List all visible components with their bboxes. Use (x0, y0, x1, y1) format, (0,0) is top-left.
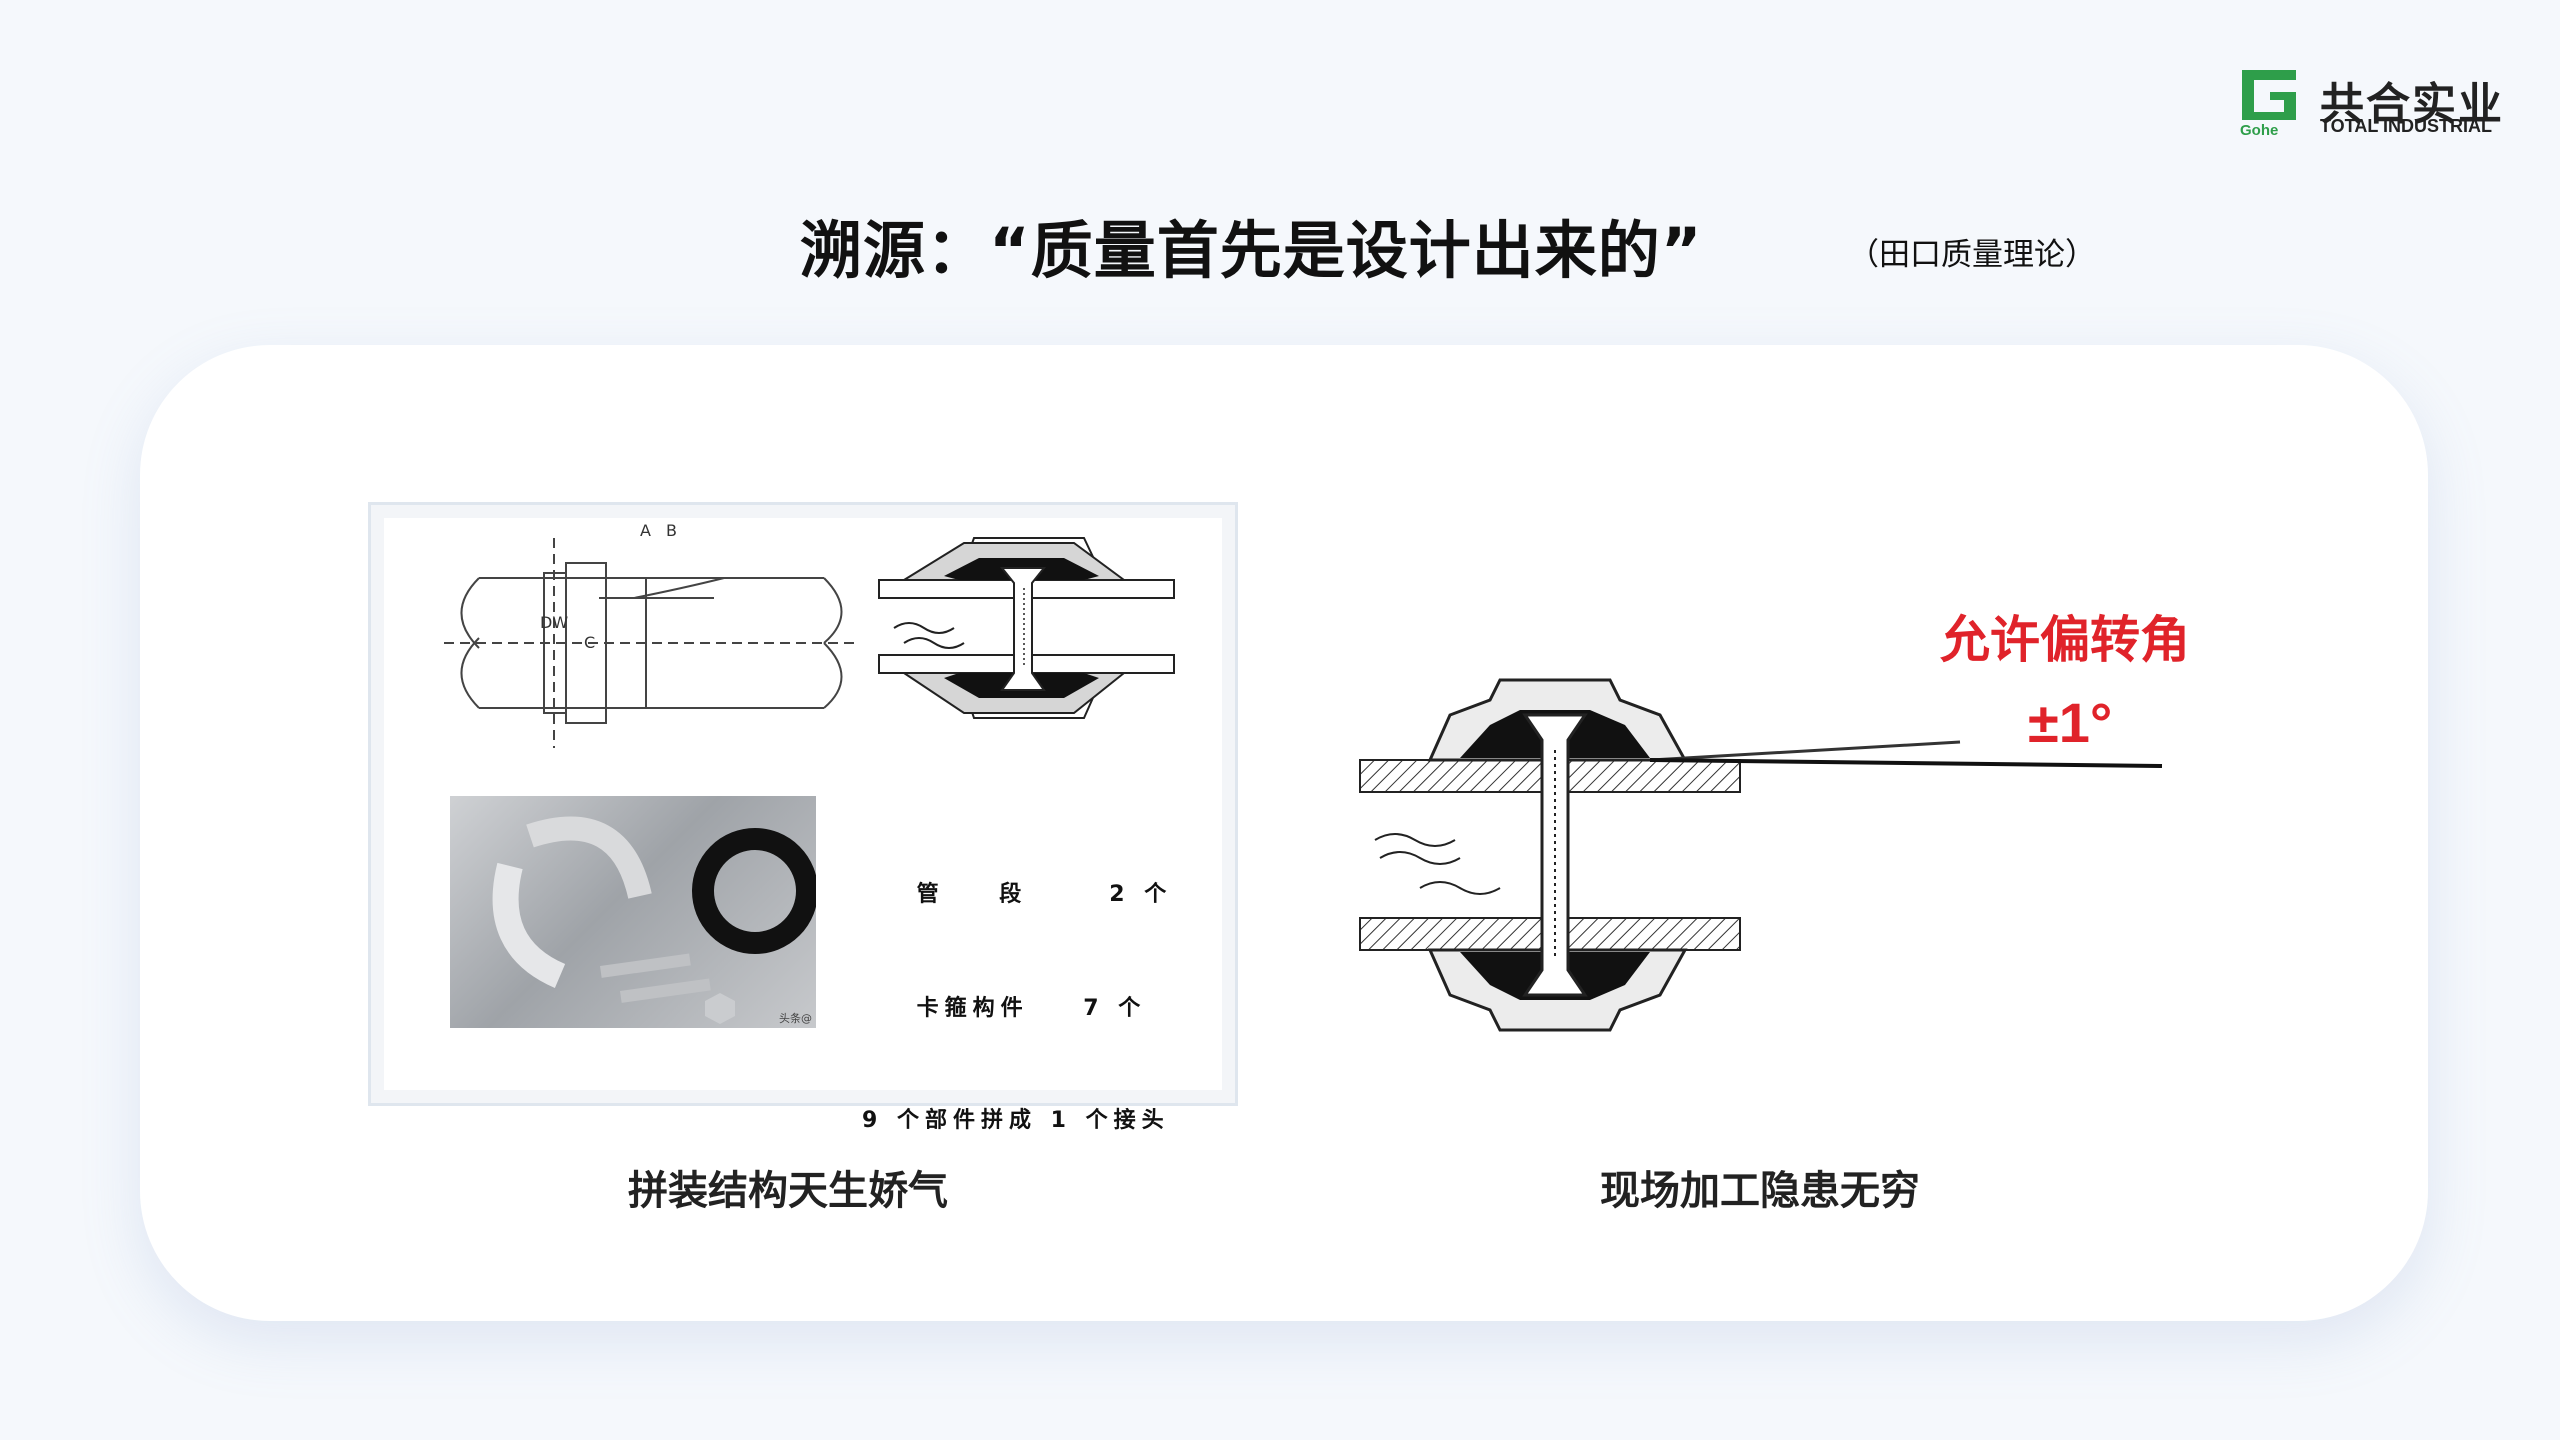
parts-row-pipe: 管 段 2 个 (862, 838, 1172, 952)
parts-row-clamp-name: 卡箍构件 (916, 996, 1029, 1021)
left-caption: 拼装结构天生娇气 (628, 1168, 948, 1214)
parts-row-pipe-name: 管 段 (916, 882, 1028, 907)
gohe-logo-icon (2242, 70, 2296, 120)
slide-title: 溯源：“质量首先是设计出来的” (800, 214, 1703, 287)
parts-list: 管 段 2 个 卡箍构件 7 个 9 个部件拼成 1 个接头 (862, 838, 1172, 1140)
label-dw: DW (540, 613, 568, 632)
label-a: A (640, 521, 651, 540)
slide-subtitle: （田口质量理论） (1848, 237, 2096, 273)
clamp-photo-illustration (492, 816, 818, 1024)
photo-watermark: 头条@ (779, 1012, 812, 1025)
label-c: C (584, 633, 595, 652)
pipe-coupling-drawing: A B DW C (444, 521, 1175, 748)
company-name-en: TOTAL INDUSTRIAL (2320, 116, 2492, 136)
company-logo: Gohe 共合实业 TOTAL INDUSTRIAL (2238, 66, 2502, 142)
deflection-figure (1350, 600, 2170, 1050)
logo-mark-text: Gohe (2240, 122, 2279, 139)
deflection-angle-label: 允许偏转角 (1940, 611, 2190, 669)
coupling-deflection-drawing (1359, 678, 2163, 1032)
parts-row-clamp-count: 7 个 (1083, 996, 1147, 1021)
right-caption: 现场加工隐患无穷 (1600, 1168, 1920, 1214)
parts-summary: 9 个部件拼成 1 个接头 (862, 1108, 1170, 1133)
clamp-parts-photo: 头条@ (450, 796, 818, 1028)
parts-row-clamp: 卡箍构件 7 个 (862, 952, 1172, 1066)
label-b: B (666, 521, 677, 540)
parts-row-pipe-count: 2 个 (1109, 882, 1173, 907)
deflection-angle-value: ±1° (2028, 691, 2113, 754)
company-name-cn: 共合实业 (2320, 79, 2504, 130)
